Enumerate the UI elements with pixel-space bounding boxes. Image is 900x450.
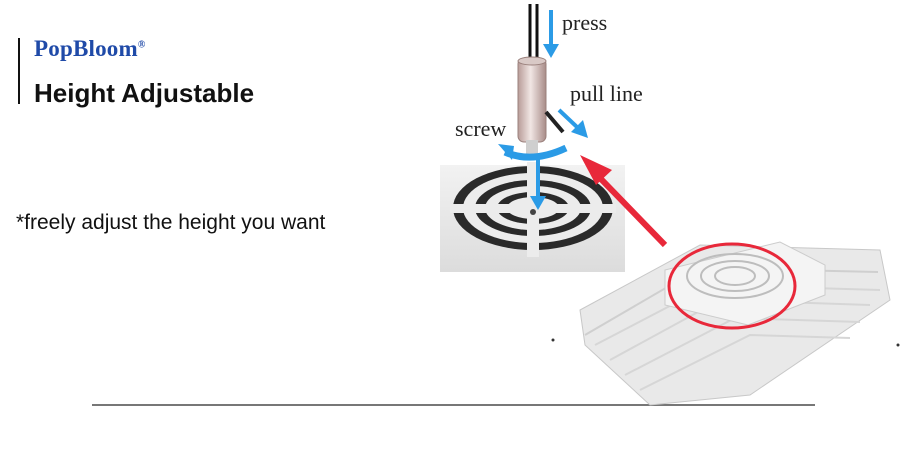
registered-mark: ® (137, 39, 146, 51)
label-press: press (562, 10, 607, 35)
label-pull-line: pull line (570, 81, 643, 106)
led-fixture (551, 241, 900, 406)
pull-line-wire (544, 110, 565, 134)
blue-arrows (498, 10, 588, 210)
brand-divider (18, 38, 20, 104)
press-arrow (543, 44, 559, 58)
hanger-assembly (517, 4, 565, 158)
page-title: Height Adjustable (34, 78, 255, 108)
pull-arrow (571, 120, 588, 138)
description-note: *freely adjust the height you want (16, 211, 326, 234)
brand-logo: PopBloom® (34, 36, 146, 62)
screw-arrow (498, 144, 514, 160)
mount-plate-closeup (440, 162, 625, 272)
brand-name: PopBloom (34, 36, 138, 61)
red-arrow (580, 155, 668, 248)
down-arrow (530, 196, 546, 210)
label-screw: screw (455, 116, 506, 141)
highlight-circle (667, 242, 797, 330)
